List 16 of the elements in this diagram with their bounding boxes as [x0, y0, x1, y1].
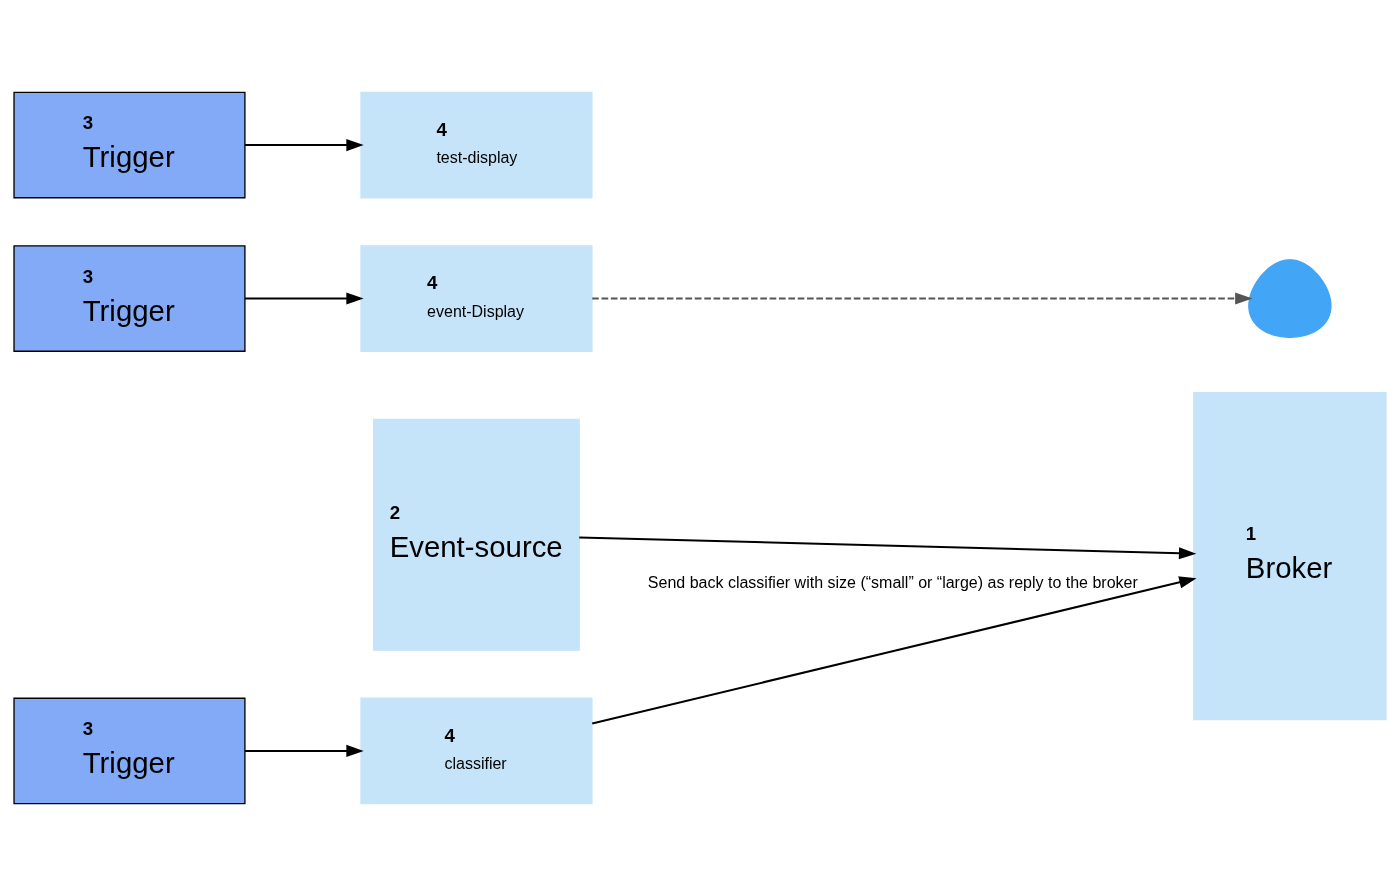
- node-box: 4 classifier: [360, 697, 593, 805]
- arrow: [591, 292, 1253, 305]
- node-person: [1248, 259, 1332, 338]
- edge-label: Send back classifier with size (“small” or “large) as reply to the broker: [647, 573, 1138, 591]
- node-box: 1 Broker: [1193, 391, 1387, 721]
- arrow: [244, 292, 364, 305]
- arrow: [591, 576, 1197, 725]
- node-box: 3 Trigger: [13, 91, 246, 199]
- arrow: [244, 744, 364, 758]
- arrow: [578, 536, 1197, 560]
- node-box: 4 event-Display: [360, 245, 593, 352]
- node-box: 2 Event-source: [373, 418, 580, 651]
- node-box: 3 Trigger: [13, 245, 246, 352]
- node-box: 4 test-display: [360, 91, 593, 199]
- arrow: [244, 138, 364, 152]
- node-box: 3 Trigger: [13, 697, 246, 805]
